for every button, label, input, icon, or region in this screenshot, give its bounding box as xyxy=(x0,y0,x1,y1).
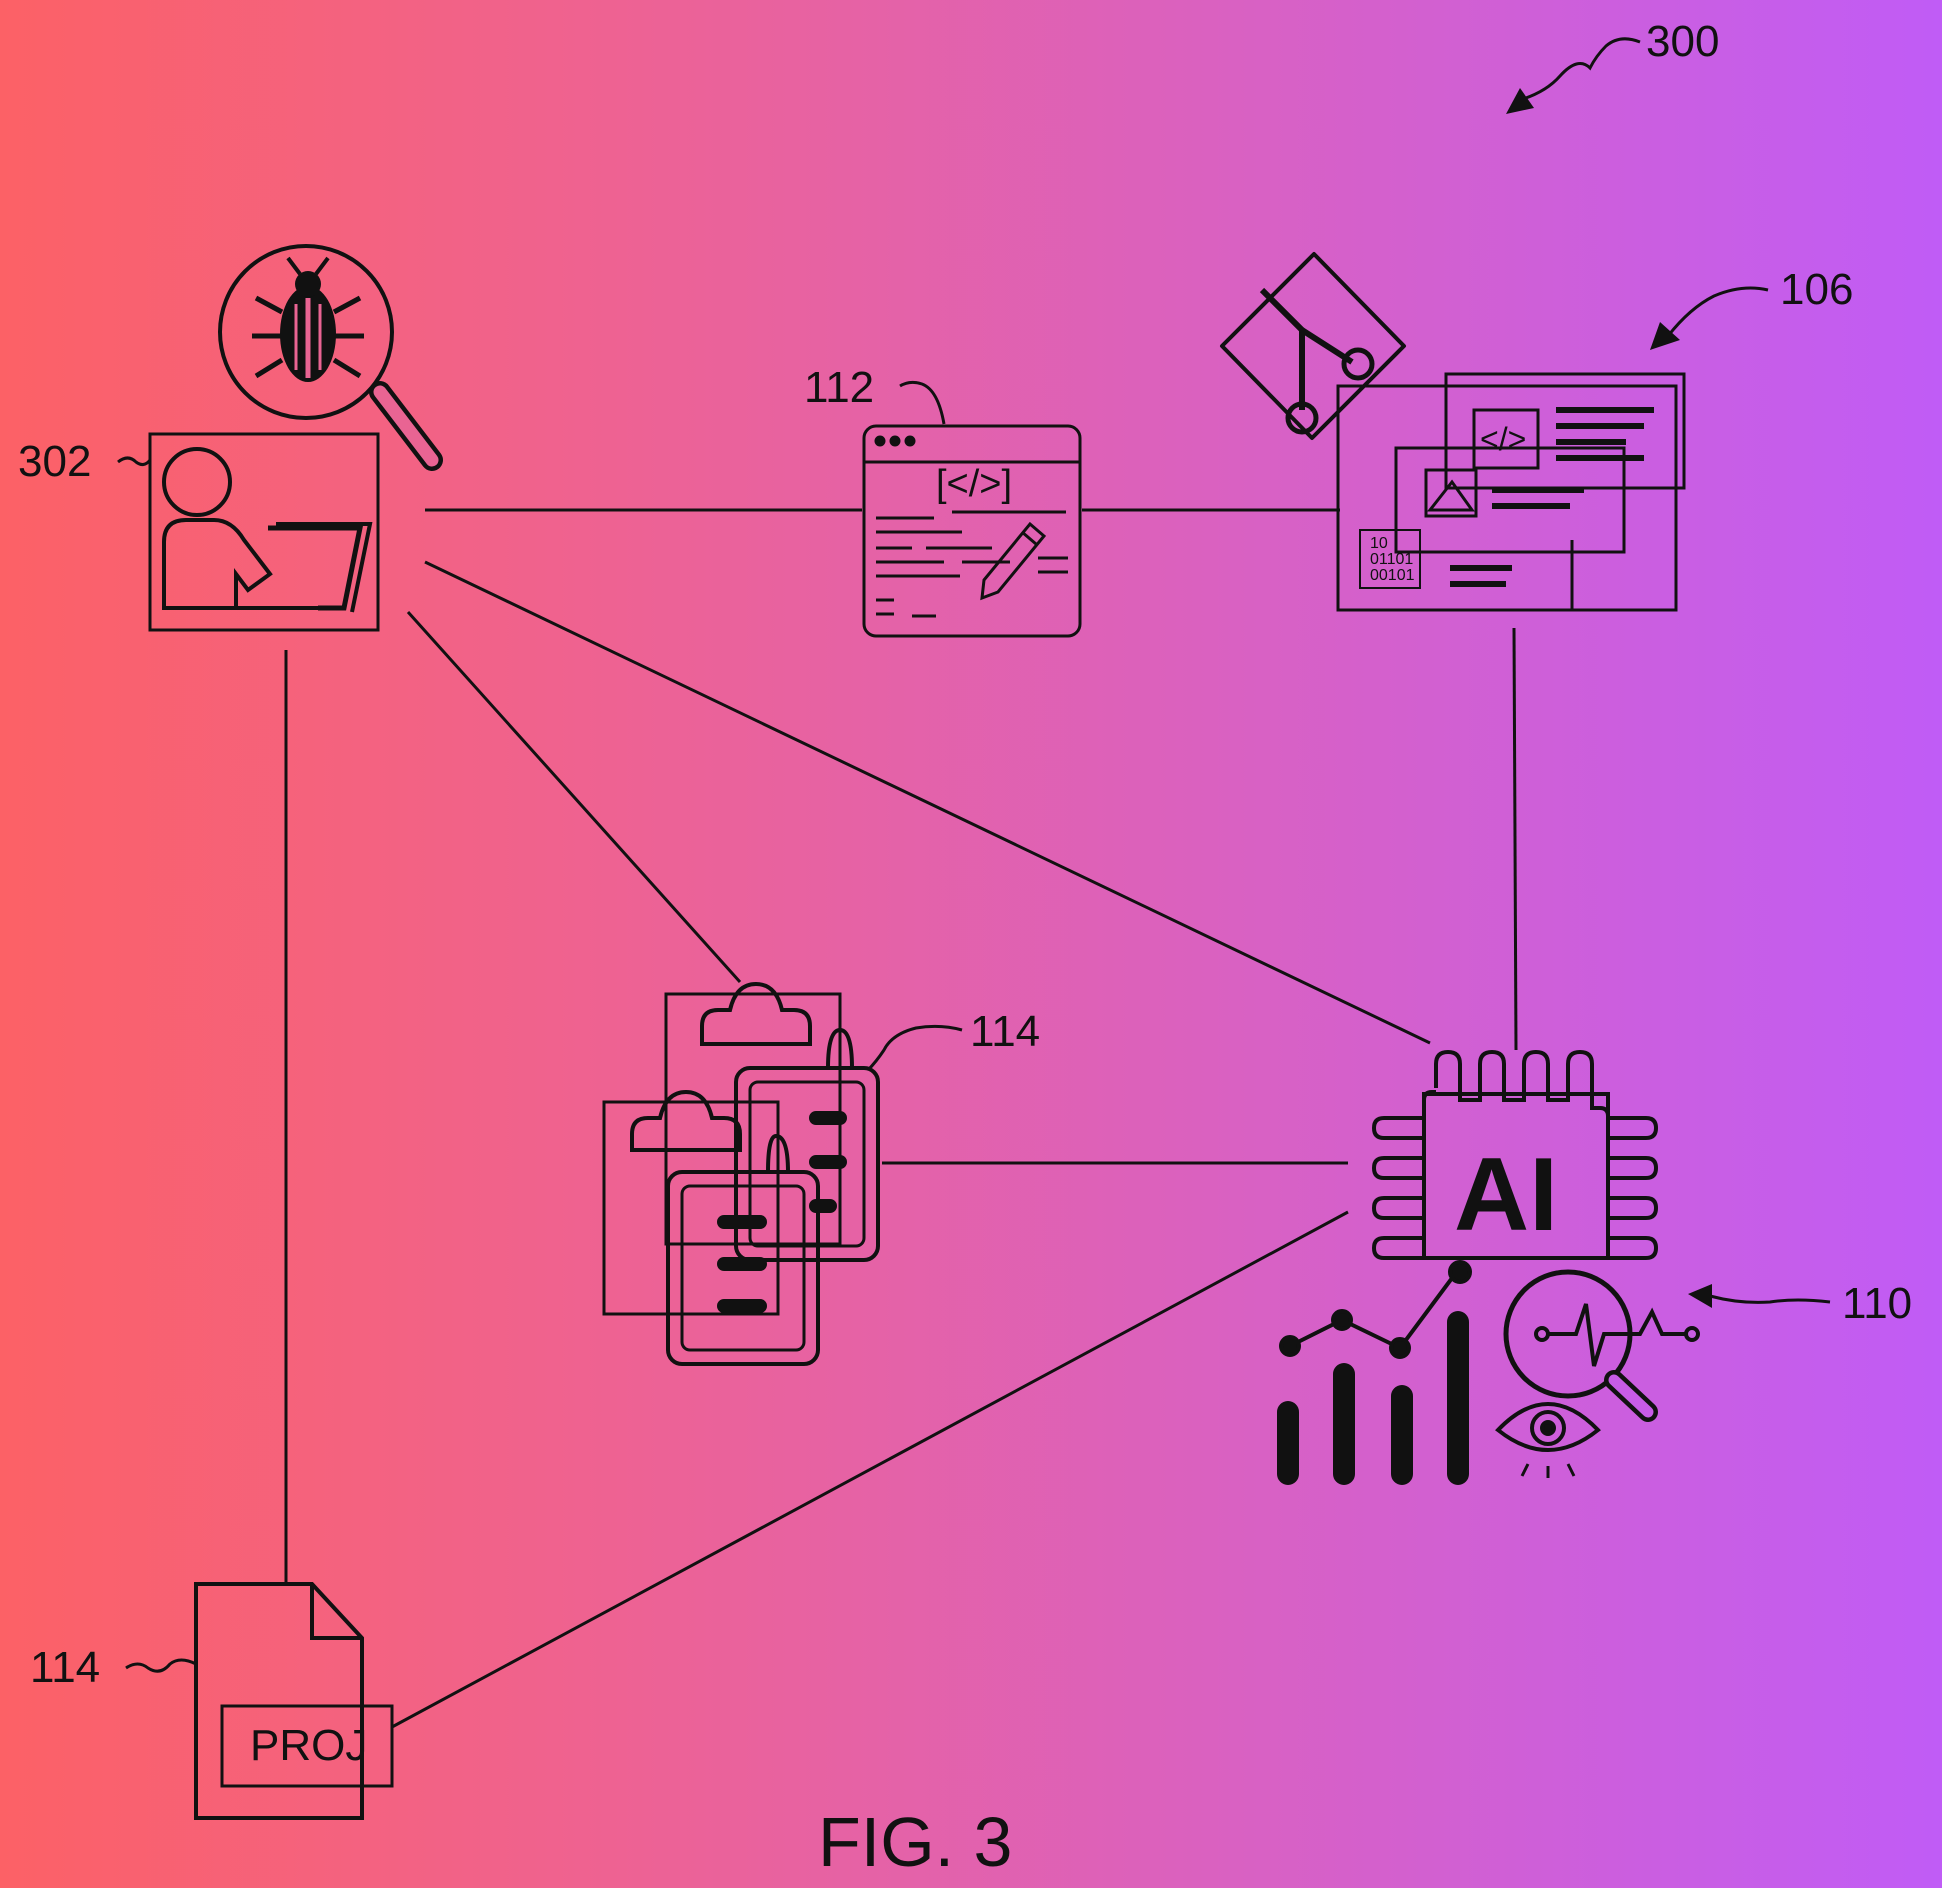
ai-chip-icon xyxy=(1371,1049,1659,1260)
developer-node xyxy=(148,244,443,632)
link-repository-ai xyxy=(1512,627,1518,1051)
link-developer-clipboards xyxy=(406,610,742,984)
git-branch-icon xyxy=(1220,252,1406,440)
pencil-icon xyxy=(980,521,1047,601)
code-window-icon xyxy=(862,424,1082,638)
arrowhead-300 xyxy=(1506,88,1534,114)
leader-114-clipboards xyxy=(866,1024,963,1072)
ref-106: 106 xyxy=(1780,265,1853,314)
binary-line-1: 10 xyxy=(1370,535,1388,552)
person-laptop-icon xyxy=(162,447,373,613)
ref-114-clipboards: 114 xyxy=(970,1007,1040,1056)
binary-line-2: 01101 xyxy=(1370,551,1413,568)
arrowhead-110 xyxy=(1688,1284,1712,1308)
arrow-106 xyxy=(1666,286,1769,337)
analytics-chart-icon xyxy=(1277,1260,1472,1485)
arrowhead-106 xyxy=(1650,322,1680,350)
bug-magnifier-icon xyxy=(218,244,443,471)
ref-110: 110 xyxy=(1842,1279,1912,1328)
eye-icon xyxy=(1495,1402,1601,1478)
ref-112: 112 xyxy=(804,363,874,412)
project-file-icon xyxy=(194,1582,394,1820)
leader-114-project xyxy=(125,1658,197,1673)
ai-platform-node xyxy=(1277,1049,1700,1485)
repo-code-tag: </> xyxy=(1480,421,1526,457)
figure-caption: FIG. 3 xyxy=(818,1803,1012,1881)
pulse-magnifier-icon xyxy=(1503,1269,1700,1422)
clipboard-stack-icon xyxy=(602,981,880,1366)
ref-302: 302 xyxy=(18,437,91,486)
editor-code-tag: [</>] xyxy=(936,463,1012,505)
link-project-ai xyxy=(391,1210,1349,1729)
leader-302 xyxy=(117,456,152,467)
connections xyxy=(284,508,1518,1729)
arrow-300 xyxy=(1519,37,1641,102)
project-label: PROJ xyxy=(250,1721,367,1770)
repository-node xyxy=(1220,252,1686,612)
leader-112 xyxy=(899,380,946,425)
arrow-110 xyxy=(1709,1294,1831,1304)
ref-300: 300 xyxy=(1646,17,1719,66)
ai-label: AI xyxy=(1454,1137,1558,1253)
link-developer-ai xyxy=(424,560,1431,1045)
ref-114-project: 114 xyxy=(30,1643,100,1692)
binary-line-3: 00101 xyxy=(1370,567,1415,584)
